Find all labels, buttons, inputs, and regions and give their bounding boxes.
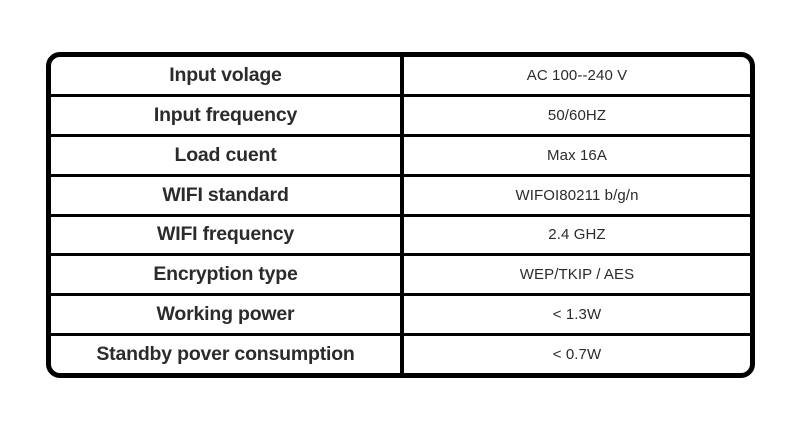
- table-row: Working power < 1.3W: [51, 296, 750, 337]
- parameter-cell: WIFI standard: [51, 176, 404, 214]
- table-row: Input frequency 50/60HZ: [51, 96, 750, 137]
- value-cell: WIFOI80211 b/g/n: [515, 186, 639, 204]
- table-row: Standby pover consumption < 0.7W: [51, 336, 750, 373]
- value-cell: 2.4 GHZ: [548, 226, 606, 244]
- value-cell: < 1.3W: [552, 306, 602, 324]
- parameter-cell: Input volage: [51, 57, 404, 94]
- parameter-cell: Working power: [51, 296, 404, 334]
- parameter-cell: Standby pover consumption: [51, 336, 404, 373]
- value-cell: 50/60HZ: [547, 106, 607, 124]
- parameter-cell: Load cuent: [51, 136, 404, 174]
- value-cell: AC 100--240 V: [526, 66, 628, 84]
- parameter-cell: Encryption type: [51, 256, 404, 294]
- table-row: Encryption type WEP/TKIP / AES: [51, 256, 750, 297]
- table-row: WIFI frequency 2.4 GHZ: [51, 216, 750, 257]
- table-row: Input volage AC 100--240 V: [51, 57, 750, 97]
- table-row: WIFI standard WIFOI80211 b/g/n: [51, 176, 750, 217]
- value-cell: WEP/TKIP / AES: [519, 266, 635, 284]
- value-cell: Max 16A: [547, 146, 607, 164]
- specification-table: Input volage AC 100--240 V Input frequen…: [46, 52, 755, 378]
- parameter-cell: Input frequency: [51, 96, 404, 134]
- value-cell: < 0.7W: [552, 346, 602, 364]
- parameter-cell: WIFI frequency: [51, 216, 404, 254]
- table-row: Load cuent Max 16A: [51, 136, 750, 177]
